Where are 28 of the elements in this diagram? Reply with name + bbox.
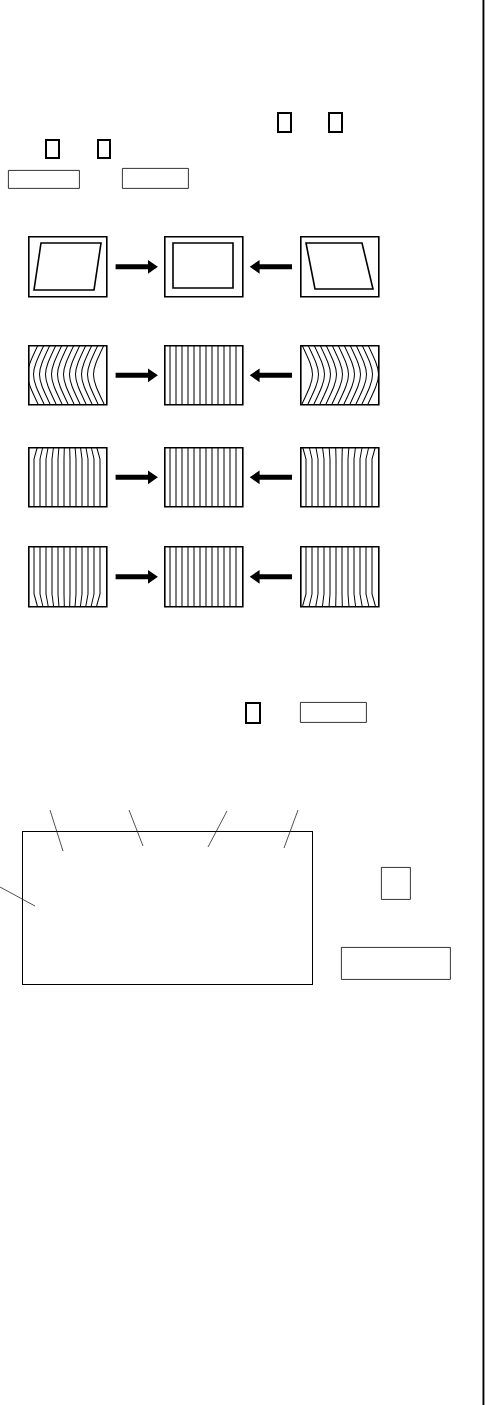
screen-drawing <box>28 545 108 608</box>
leader-line <box>207 810 228 848</box>
blank-box <box>122 168 189 189</box>
screen-drawing <box>28 345 108 406</box>
key-symbol <box>277 112 292 133</box>
screen-drawing <box>28 236 108 298</box>
striped-screen <box>164 446 244 508</box>
striped-screen <box>164 545 244 608</box>
screen-drawing <box>300 545 380 608</box>
screen-drawing <box>300 345 380 406</box>
screen-drawing <box>300 446 380 508</box>
leader-line <box>49 809 64 852</box>
screen-drawing <box>300 236 380 298</box>
striped-screen <box>164 344 244 406</box>
screen-drawing <box>164 236 244 298</box>
key-symbol <box>245 702 261 724</box>
key-symbol <box>45 139 60 159</box>
leader-line <box>128 809 144 847</box>
screen-outline <box>22 831 313 985</box>
blank-box <box>8 170 80 189</box>
key-symbol <box>97 139 111 159</box>
key-symbol <box>328 112 343 133</box>
blank-box <box>341 947 451 980</box>
screen-drawing <box>28 446 108 508</box>
leader-line <box>283 809 299 849</box>
blank-box <box>300 702 367 723</box>
leader-line <box>0 886 36 907</box>
blank-box <box>381 867 411 900</box>
